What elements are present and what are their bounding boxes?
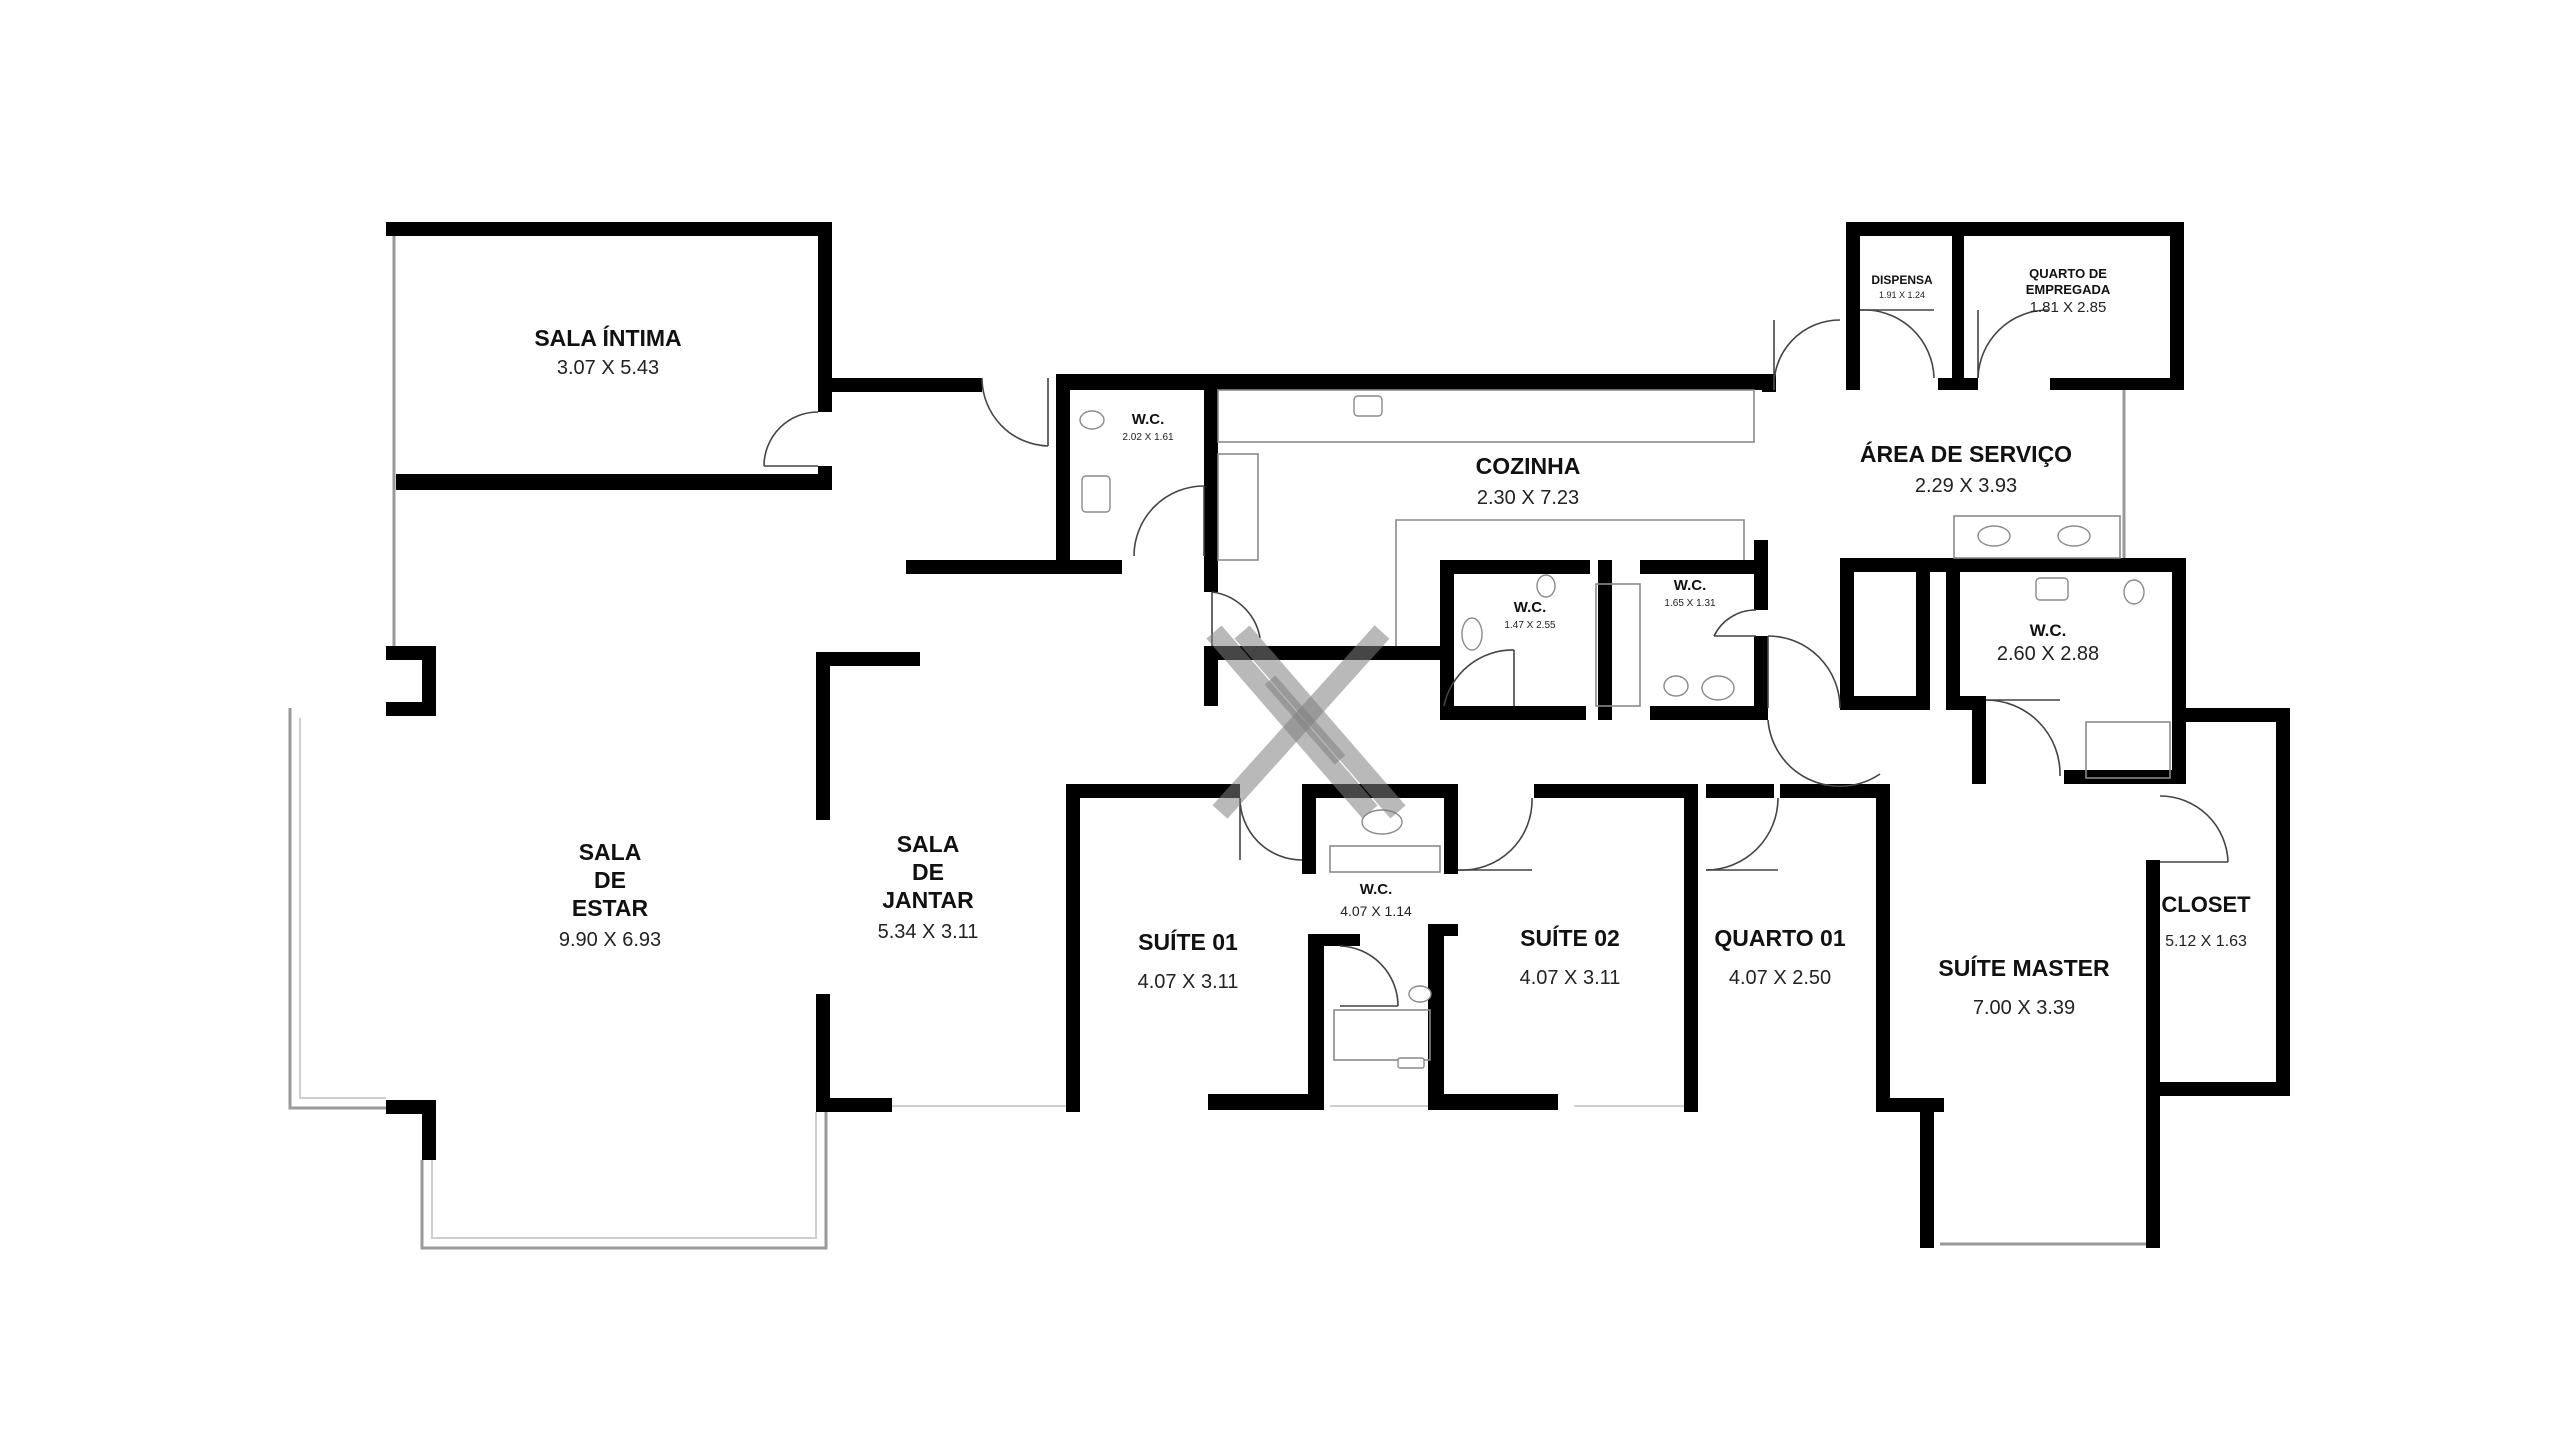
room-label-wc-1: W.C. 2.02 X 1.61 [1122,411,1174,443]
room-label-closet: CLOSET 5.12 X 1.63 [2161,892,2251,950]
room-name: QUARTO DE [2029,266,2107,281]
room-name: SUÍTE 02 [1520,924,1620,951]
doors [763,309,2229,1007]
room-name: W.C. [1360,881,1393,898]
room-label-suite-02: SUÍTE 02 4.07 X 3.11 [1520,924,1621,989]
room-label-cozinha: COZINHA 2.30 X 7.23 [1476,453,1581,509]
room-name: JANTAR [882,887,974,913]
glass-facades [288,236,2156,1250]
room-name: ESTAR [572,895,649,921]
room-label-wc-5: W.C. 4.07 X 1.14 [1340,881,1412,919]
room-label-wc-4: W.C. 2.60 X 2.88 [1997,621,2099,665]
room-dimensions: 7.00 X 3.39 [1973,997,2075,1019]
room-label-dispensa: DISPENSA 1.91 X 1.24 [1871,273,1933,300]
room-dimensions: 2.60 X 2.88 [1997,643,2099,665]
room-dimensions: 4.07 X 3.11 [1138,971,1239,993]
room-dimensions: 5.12 X 1.63 [2165,933,2247,950]
room-name: SALA ÍNTIMA [534,324,681,351]
walls [386,222,2290,1248]
watermark-logo-icon [1206,625,1406,819]
room-name: SUÍTE MASTER [1938,954,2110,981]
room-dimensions: 4.07 X 1.14 [1340,903,1412,919]
room-dimensions: 2.30 X 7.23 [1477,487,1579,509]
room-label-area-servico: ÁREA DE SERVIÇO 2.29 X 3.93 [1860,440,2072,497]
room-name: DE [912,859,944,885]
room-name: W.C. [1514,599,1547,616]
room-name: W.C. [2030,621,2067,640]
room-label-suite-01: SUÍTE 01 4.07 X 3.11 [1138,928,1239,993]
room-name: EMPREGADA [2026,282,2111,297]
room-dimensions: 2.29 X 3.93 [1915,475,2017,497]
room-name: CLOSET [2161,892,2251,917]
room-name: DISPENSA [1871,273,1933,287]
room-name: QUARTO 01 [1714,925,1845,951]
room-name: SUÍTE 01 [1138,928,1238,955]
room-name: W.C. [1674,577,1707,594]
room-dimensions: 1.81 X 2.85 [2030,299,2107,316]
room-dimensions: 4.07 X 3.11 [1520,967,1621,989]
room-label-wc-3: W.C. 1.65 X 1.31 [1664,577,1716,609]
room-dimensions: 9.90 X 6.93 [559,929,661,951]
room-dimensions: 2.02 X 1.61 [1122,432,1174,443]
room-label-quarto-01: QUARTO 01 4.07 X 2.50 [1714,925,1845,989]
room-label-wc-2: W.C. 1.47 X 2.55 [1504,599,1556,631]
room-dimensions: 3.07 X 5.43 [557,357,659,379]
room-dimensions: 1.91 X 1.24 [1879,290,1925,300]
room-dimensions: 1.47 X 2.55 [1504,620,1556,631]
room-name: COZINHA [1476,453,1581,479]
room-dimensions: 4.07 X 2.50 [1729,967,1831,989]
room-name: DE [594,867,626,893]
room-label-suite-master: SUÍTE MASTER 7.00 X 3.39 [1938,954,2110,1019]
room-dimensions: 5.34 X 3.11 [878,921,979,943]
room-dimensions: 1.65 X 1.31 [1664,598,1716,609]
room-name: SALA [897,831,960,857]
room-name: ÁREA DE SERVIÇO [1860,440,2072,467]
fixtures [1079,389,2171,1069]
room-name: W.C. [1132,411,1165,428]
room-name: SALA [579,839,642,865]
room-label-sala-intima: SALA ÍNTIMA 3.07 X 5.43 [534,324,681,379]
